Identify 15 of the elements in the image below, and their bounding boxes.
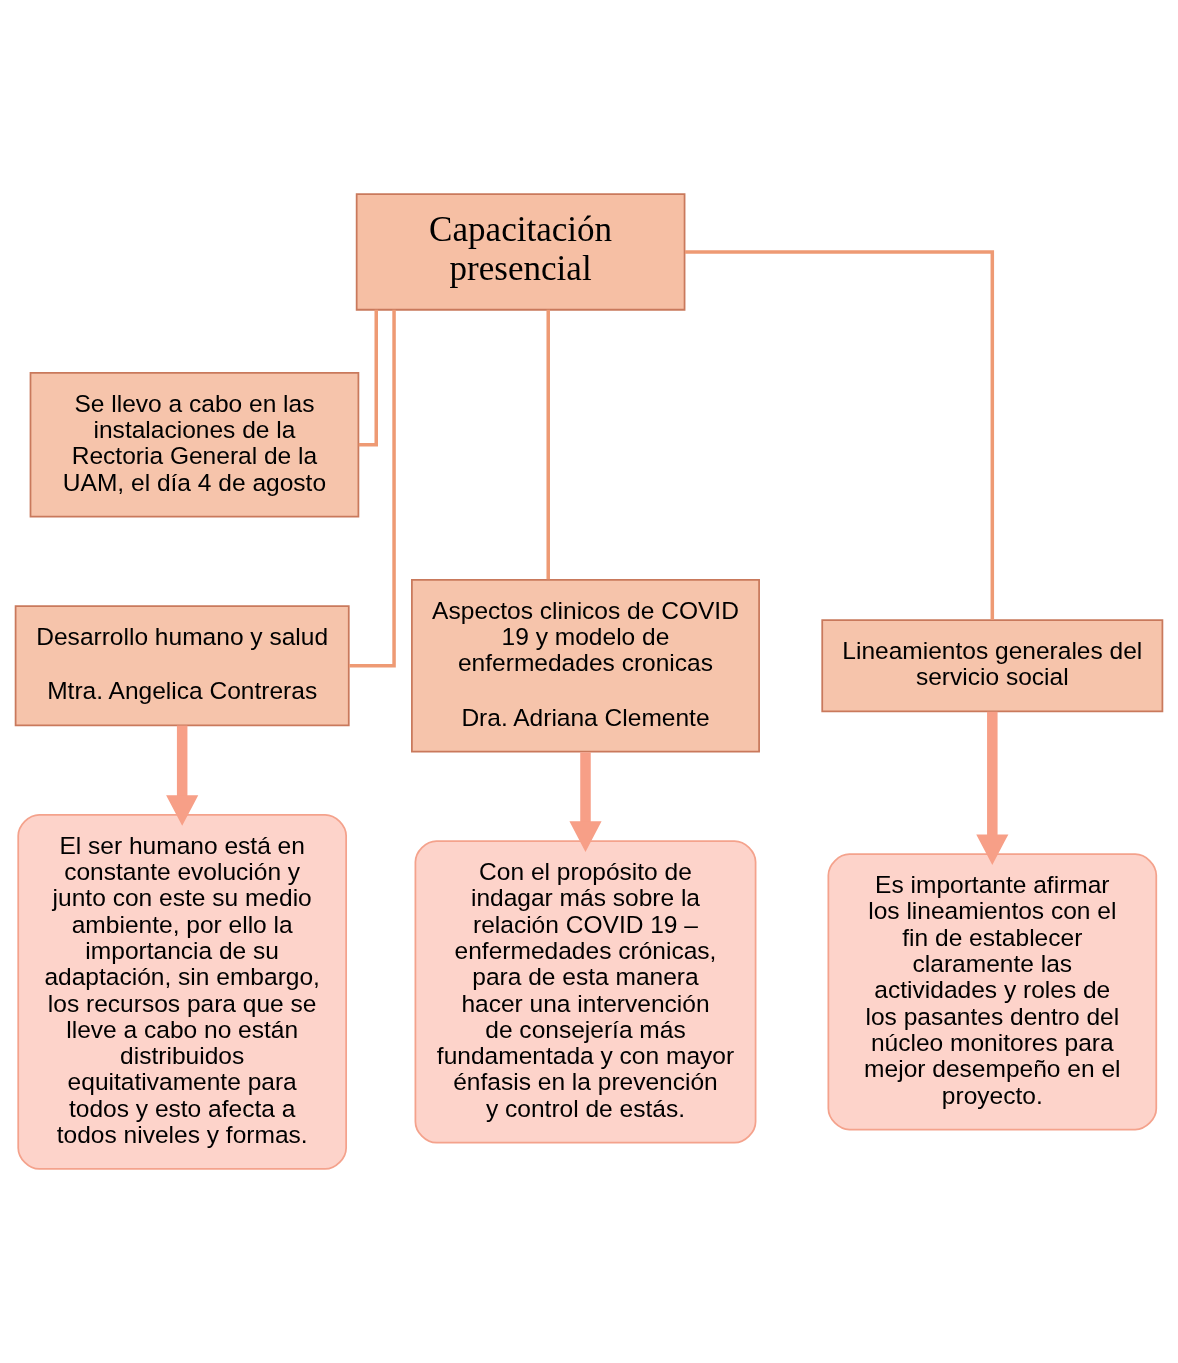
connector [358,309,378,447]
node-box: Desarrollo humano y salud Mtra. Angelica Contreras [14,605,350,727]
connector [349,309,396,668]
arrow [166,725,199,826]
arrow [976,711,1009,865]
node-box: Lineamientos generales del servicio social [821,619,1164,713]
node-box: Se llevo a cabo en las instalaciones de la Rectoria General de la UAM, el día 4 de agosto [29,372,360,518]
node-box: Con el propósito de indagar más sobre la relación COVID 19 – enfermedades crónicas, para de esta manera hacer una intervención de consejería más fundamentada y con mayor énfasis en la prevención y control de estás. [414,840,757,1144]
connector [546,309,550,580]
connector [684,250,995,620]
node-box: Aspectos clinicos de COVID 19 y modelo de enfermedades cronicas Dra. Adriana Clemente [411,578,760,753]
node-box: Capacitación presencial [355,193,686,311]
node-box: Es importante afirmar los lineamientos con el fin de establecer claramente las actividades y roles de los pasantes dentro del núcleo monitores para mejor desempeño en el proyecto. [827,853,1158,1131]
node-box: El ser humano está en constante evolución y junto con este su medio ambiente, por ello la importancia de su adaptación, sin embargo, los recursos para que se lleve a cabo no están distribuidos equitativamente para todos y esto afecta a todos niveles y formas. [17,813,347,1170]
arrow [569,752,602,852]
